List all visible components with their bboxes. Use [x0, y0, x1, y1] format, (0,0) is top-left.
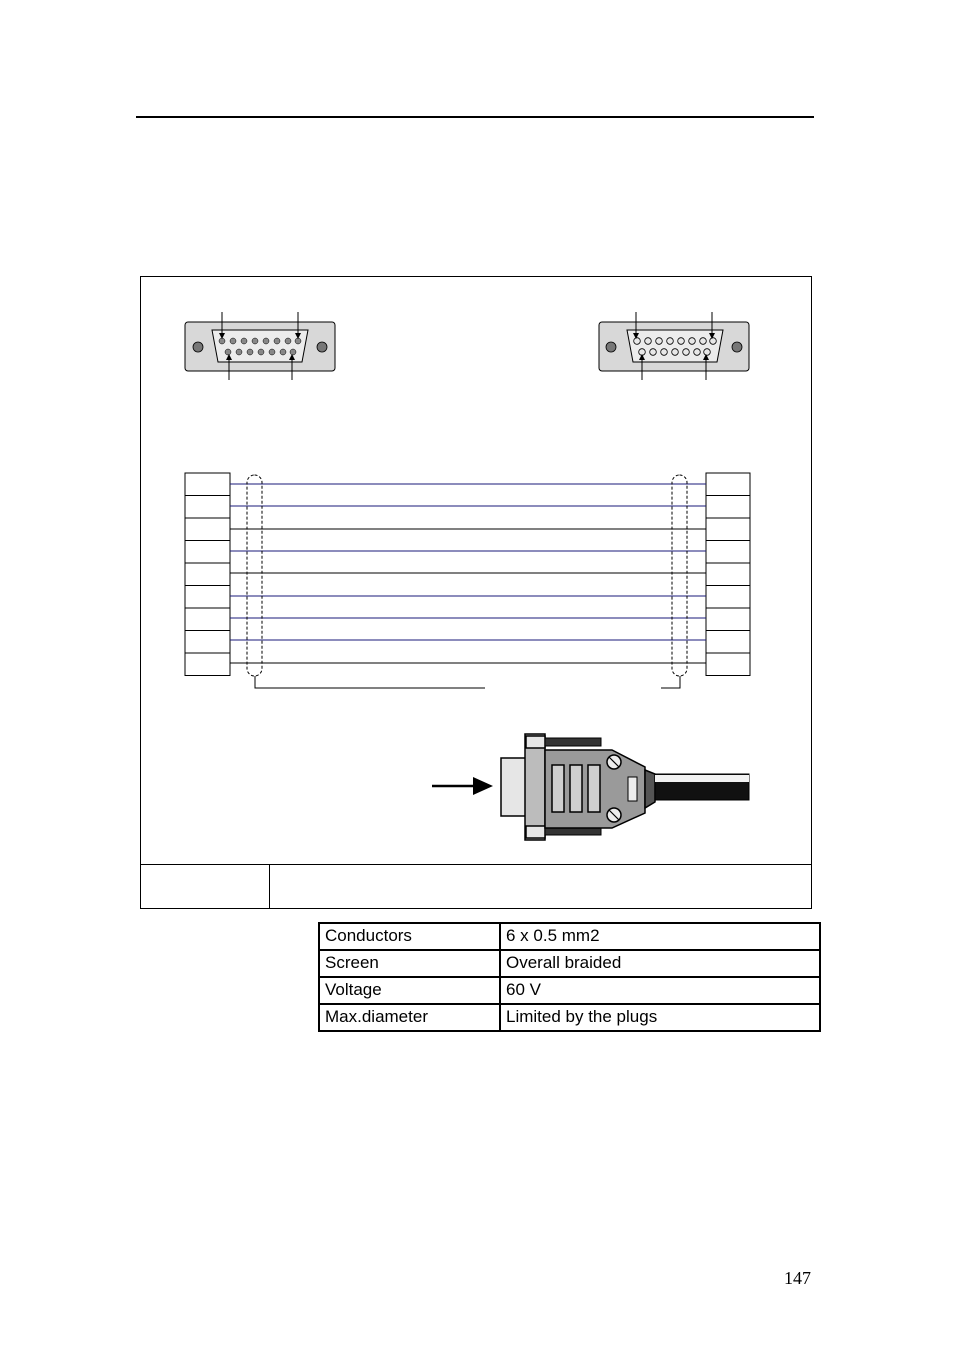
spec-label: Max.diameter — [318, 1003, 501, 1032]
caption-divider — [269, 865, 270, 909]
spec-label: Conductors — [318, 922, 501, 951]
left-shield-outline — [246, 474, 263, 677]
table-row: Voltage 60 V — [318, 976, 821, 1005]
cable-specs-table: Conductors 6 x 0.5 mm2 Screen Overall br… — [318, 922, 821, 1032]
page-number: 147 — [784, 1268, 811, 1288]
header-rule — [136, 116, 814, 118]
spec-value: 60 V — [499, 976, 821, 1005]
figure-caption-row — [140, 864, 812, 909]
table-row: Screen Overall braided — [318, 949, 821, 978]
spec-value: Overall braided — [499, 949, 821, 978]
left-dsub-connector — [184, 312, 336, 380]
table-row: Conductors 6 x 0.5 mm2 — [318, 922, 821, 951]
left-pin-block — [184, 472, 231, 676]
left-connector-pins — [218, 337, 302, 356]
plug-illustration — [500, 733, 750, 841]
table-row: Max.diameter Limited by the plugs — [318, 1003, 821, 1032]
plug-arrow — [432, 777, 493, 795]
right-dsub-connector — [598, 312, 750, 380]
spec-label: Voltage — [318, 976, 501, 1005]
shield-drain-lines — [254, 676, 681, 689]
spec-value: 6 x 0.5 mm2 — [499, 922, 821, 951]
spec-value: Limited by the plugs — [499, 1003, 821, 1032]
right-pin-block — [705, 472, 751, 676]
right-connector-sockets — [633, 337, 717, 356]
figure-frame — [140, 276, 812, 909]
cable-shield — [246, 474, 688, 677]
right-shield-outline — [671, 474, 688, 677]
cable-conductors — [230, 483, 706, 664]
cable-diagram — [184, 312, 751, 841]
spec-label: Screen — [318, 949, 501, 978]
